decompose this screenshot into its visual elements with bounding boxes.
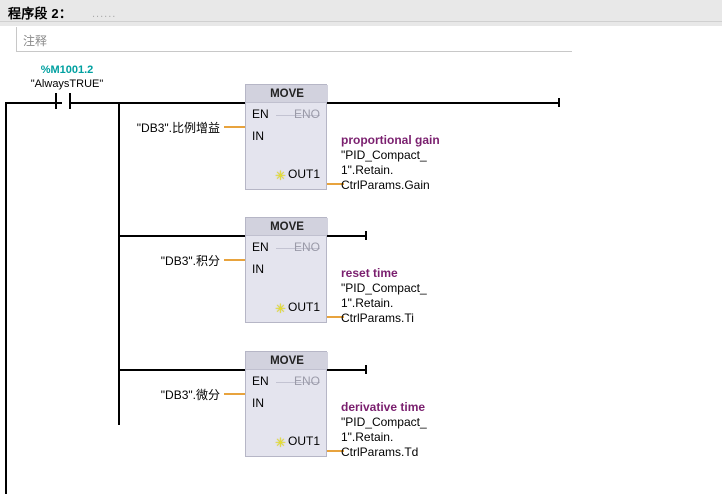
contact-address-label: %M1001.2 (40, 64, 94, 76)
ladder-canvas[interactable]: %M1001.2 "AlwaysTRUE" MOVE EN ENO IN ✳ O… (0, 55, 722, 494)
out-wire-block-2 (327, 316, 344, 318)
move-block-2-in-label: IN (252, 262, 264, 276)
network-comment-placeholder: 注释 (23, 34, 48, 48)
eno-endstub-block-1 (558, 98, 560, 107)
network-header-bar: 程序段 2： ...... (0, 0, 722, 22)
move-block-3-eno-label: ENO (293, 374, 320, 388)
move-block-3-en-label: EN (252, 374, 269, 388)
move-block-2-output-operand[interactable]: reset time "PID_Compact_ 1".Retain. Ctrl… (341, 266, 427, 326)
move-block-2-out-star-icon: ✳ (275, 301, 286, 316)
contact-symbol-label: "AlwaysTRUE" (30, 78, 104, 90)
rung-wire-left (5, 102, 62, 104)
move-block-3-out-star-icon: ✳ (275, 435, 286, 450)
move-block-1-en-label: EN (252, 107, 269, 121)
move-block-2-title: MOVE (246, 218, 328, 236)
network-title-ellipsis: ...... (92, 8, 117, 20)
in-wire-block-2 (224, 259, 245, 261)
move-block-2[interactable]: MOVE EN ENO IN ✳ OUT1 (245, 217, 328, 323)
eno-wire-block-3 (327, 369, 367, 371)
move-block-1-in-label: IN (252, 129, 264, 143)
move-block-1-output-line-3: CtrlParams.Gain (341, 178, 430, 192)
move-block-2-eno-label: ENO (293, 240, 320, 254)
move-block-3-input-operand[interactable]: "DB3".微分 (160, 388, 220, 402)
move-block-2-input-operand[interactable]: "DB3".积分 (160, 254, 220, 268)
move-block-1-out1-label: OUT1 (287, 167, 320, 181)
move-block-1-title: MOVE (246, 85, 328, 103)
move-block-3-output-line-2: 1".Retain. (341, 430, 394, 444)
move-block-3-output-operand[interactable]: derivative time "PID_Compact_ 1".Retain.… (341, 400, 427, 460)
en-wire-block-3 (118, 369, 246, 371)
move-block-2-output-line-1: "PID_Compact_ (341, 281, 427, 295)
move-block-2-output-comment: reset time (341, 266, 398, 280)
contact-alwaystrue[interactable] (55, 93, 79, 113)
move-block-1-output-comment: proportional gain (341, 133, 440, 147)
move-block-1-output-line-1: "PID_Compact_ (341, 148, 427, 162)
move-block-3-eno-divider (276, 382, 320, 383)
move-block-2-eno-divider (276, 248, 320, 249)
move-block-3-out1-label: OUT1 (287, 434, 320, 448)
eno-wire-block-2 (327, 235, 367, 237)
eno-endstub-block-2 (365, 231, 367, 240)
network-title: 程序段 2： (8, 6, 73, 21)
in-wire-block-1 (224, 126, 245, 128)
move-block-2-out1-label: OUT1 (287, 300, 320, 314)
contact-right-bar (69, 93, 71, 109)
en-wire-block-1 (118, 102, 246, 104)
header-strip (0, 22, 722, 26)
en-wire-block-2 (118, 235, 246, 237)
move-block-3-output-line-3: CtrlParams.Td (341, 445, 419, 459)
move-block-1-output-line-2: 1".Retain. (341, 163, 394, 177)
move-block-2-output-line-2: 1".Retain. (341, 296, 394, 310)
rung-wire-after-contact (69, 102, 120, 104)
in-wire-block-3 (224, 393, 245, 395)
move-block-2-output-line-3: CtrlParams.Ti (341, 311, 414, 325)
move-block-3[interactable]: MOVE EN ENO IN ✳ OUT1 (245, 351, 328, 457)
move-block-3-title: MOVE (246, 352, 328, 370)
move-block-1-input-operand[interactable]: "DB3".比例增益 (136, 121, 220, 135)
branch-vertical-rail (118, 102, 120, 425)
eno-endstub-block-3 (365, 365, 367, 374)
move-block-1-eno-label: ENO (293, 107, 320, 121)
move-block-1-out-star-icon: ✳ (275, 168, 286, 183)
contact-left-bar (55, 93, 57, 109)
move-block-1[interactable]: MOVE EN ENO IN ✳ OUT1 (245, 84, 328, 190)
move-block-2-en-label: EN (252, 240, 269, 254)
out-wire-block-3 (327, 450, 344, 452)
network-comment-field[interactable]: 注释 (16, 27, 572, 52)
move-block-3-in-label: IN (252, 396, 264, 410)
left-power-rail (5, 102, 7, 494)
eno-wire-block-1 (327, 102, 560, 104)
move-block-3-output-comment: derivative time (341, 400, 426, 414)
move-block-1-output-operand[interactable]: proportional gain "PID_Compact_ 1".Retai… (341, 133, 440, 193)
move-block-1-eno-divider (276, 115, 320, 116)
move-block-3-output-line-1: "PID_Compact_ (341, 415, 427, 429)
out-wire-block-1 (327, 183, 344, 185)
